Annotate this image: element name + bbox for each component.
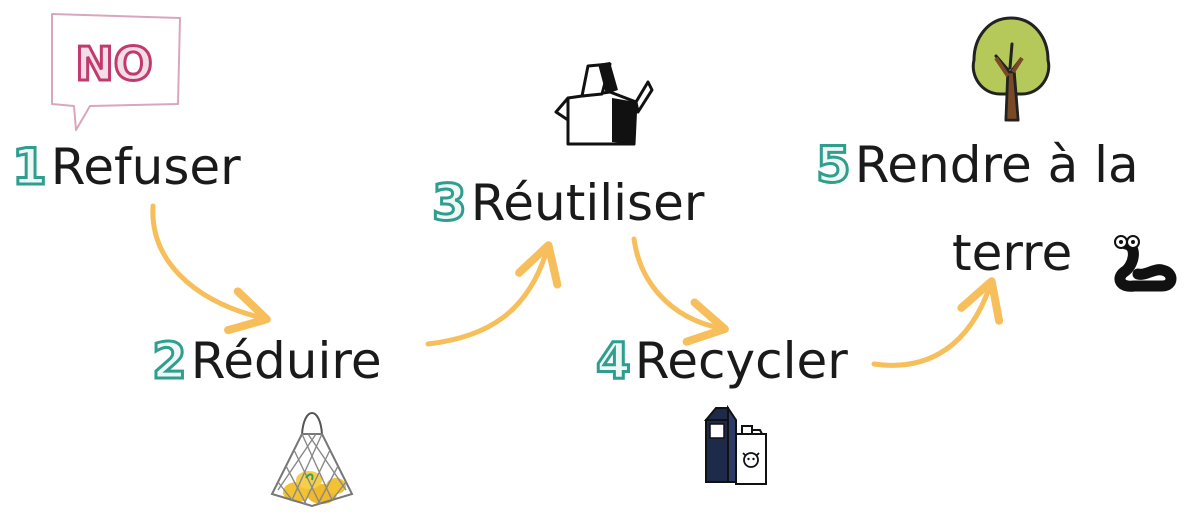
- step-1-number: 1: [11, 138, 49, 196]
- step-2-number: 2: [151, 332, 189, 390]
- worm-icon: [1114, 235, 1177, 292]
- step-4-label: Recycler: [634, 332, 848, 390]
- step-3: 3 Réutiliser: [431, 174, 705, 232]
- step-1: 1 Refuser: [11, 138, 241, 196]
- step-3-number: 3: [431, 174, 469, 232]
- arrow-1-to-2: [150, 203, 271, 335]
- step-4-number: 4: [595, 332, 633, 390]
- arrow-4-to-5: [871, 277, 1004, 368]
- step-2: 2 Réduire: [151, 332, 382, 390]
- no-text: NO: [75, 37, 153, 91]
- step-3-label: Réutiliser: [470, 174, 705, 232]
- step-5-label: Rendre à la: [854, 136, 1139, 194]
- step-5-number: 5: [815, 136, 853, 194]
- arrow-3-to-4: [631, 236, 729, 346]
- mesh-bag-icon: [270, 412, 354, 508]
- open-box-icon: [554, 62, 654, 146]
- step-1-label: Refuser: [50, 138, 241, 196]
- step-4: 4 Recycler: [595, 332, 848, 390]
- arrow-2-to-3: [425, 241, 562, 347]
- step-5: 5 Rendre à la: [815, 136, 1139, 194]
- tree-icon: [971, 16, 1051, 122]
- step-2-label: Réduire: [190, 332, 382, 390]
- no-speech-bubble-icon: NO: [51, 13, 181, 131]
- step-5-label-line2: terre: [952, 224, 1073, 282]
- milk-cartons-icon: [703, 404, 767, 485]
